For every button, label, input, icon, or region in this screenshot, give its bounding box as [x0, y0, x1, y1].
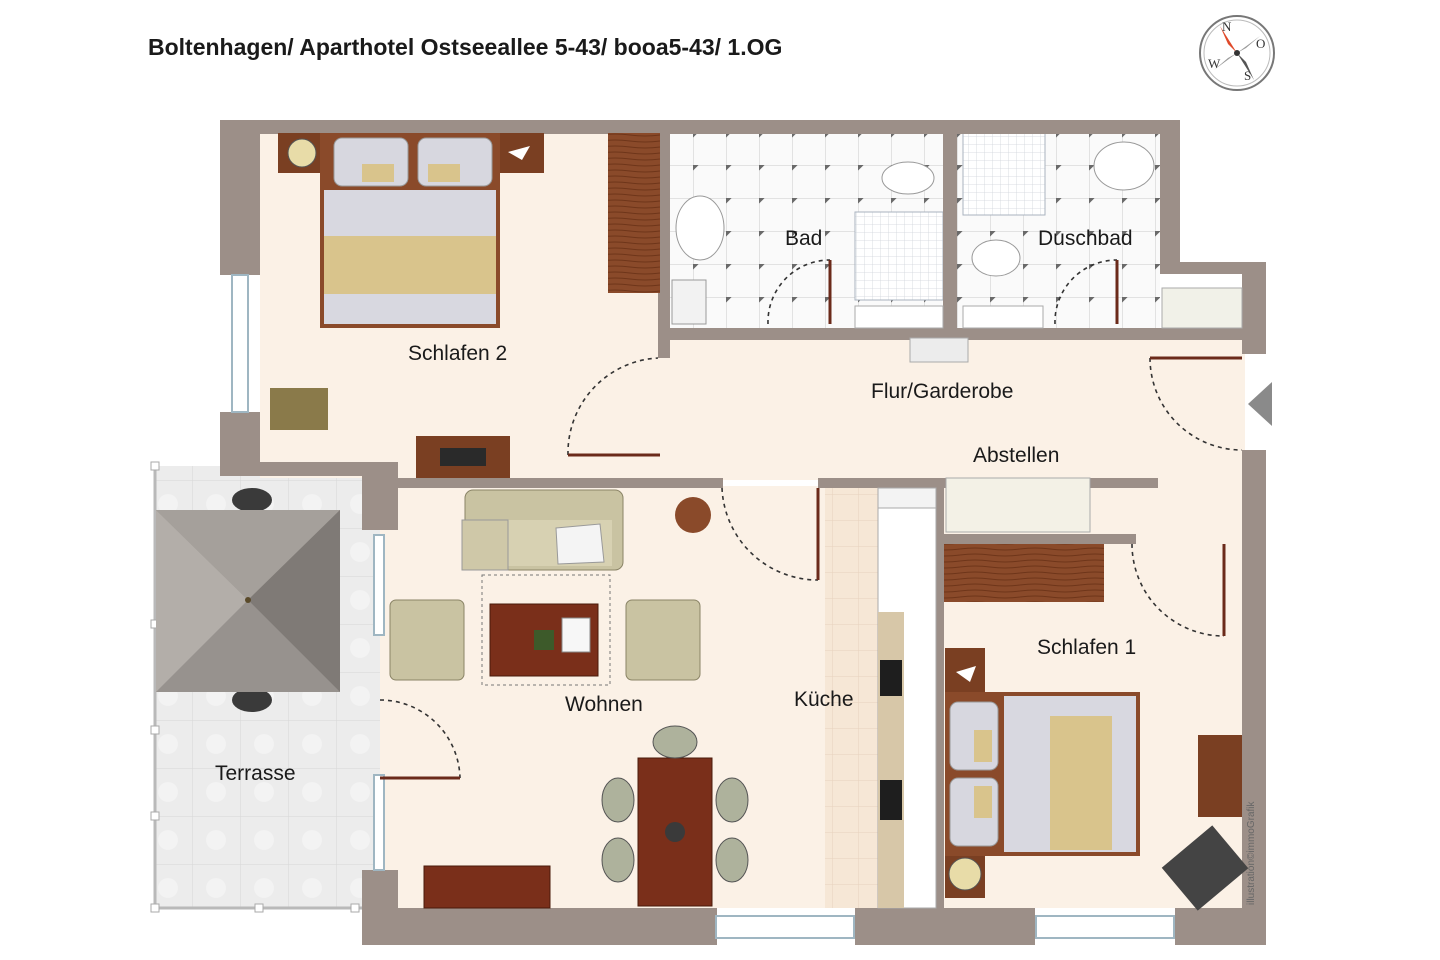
- room-label-bad: Bad: [785, 227, 823, 250]
- bath-fixtures: [671, 141, 1243, 363]
- compass-east: O: [1256, 36, 1266, 51]
- terrace-furniture: [156, 488, 340, 712]
- compass-west: W: [1208, 56, 1221, 71]
- room-label-terrasse: Terrasse: [215, 762, 296, 785]
- entrance-arrow-icon: [1248, 382, 1272, 426]
- storage-furniture: [944, 477, 1104, 602]
- door-leaves: [380, 260, 1242, 780]
- room-label-abstellen: Abstellen: [973, 444, 1060, 467]
- kitchen-counter: [877, 487, 937, 909]
- room-label-flur-garderobe: Flur/Garderobe: [871, 380, 1014, 403]
- illustration-credit: illustration©immoGrafik: [1246, 801, 1257, 905]
- room-label-kueche: Küche: [794, 688, 854, 711]
- door-swings: [379, 259, 1243, 779]
- room-label-wohnen: Wohnen: [565, 693, 643, 716]
- bedroom1-furniture: [945, 648, 1249, 911]
- page-title: Boltenhagen/ Aparthotel Ostseeallee 5-43…: [148, 34, 783, 60]
- compass-south: S: [1244, 68, 1252, 83]
- compass-rose-icon: N O S W: [1198, 14, 1276, 92]
- room-label-schlafen-2: Schlafen 2: [408, 342, 508, 365]
- bedroom2-furniture: [270, 133, 660, 478]
- compass-north: N: [1222, 19, 1232, 34]
- living-furniture: [389, 489, 749, 909]
- room-label-schlafen-1: Schlafen 1: [1037, 636, 1137, 659]
- room-label-duschbad: Duschbad: [1038, 227, 1133, 250]
- windows: [231, 274, 1175, 939]
